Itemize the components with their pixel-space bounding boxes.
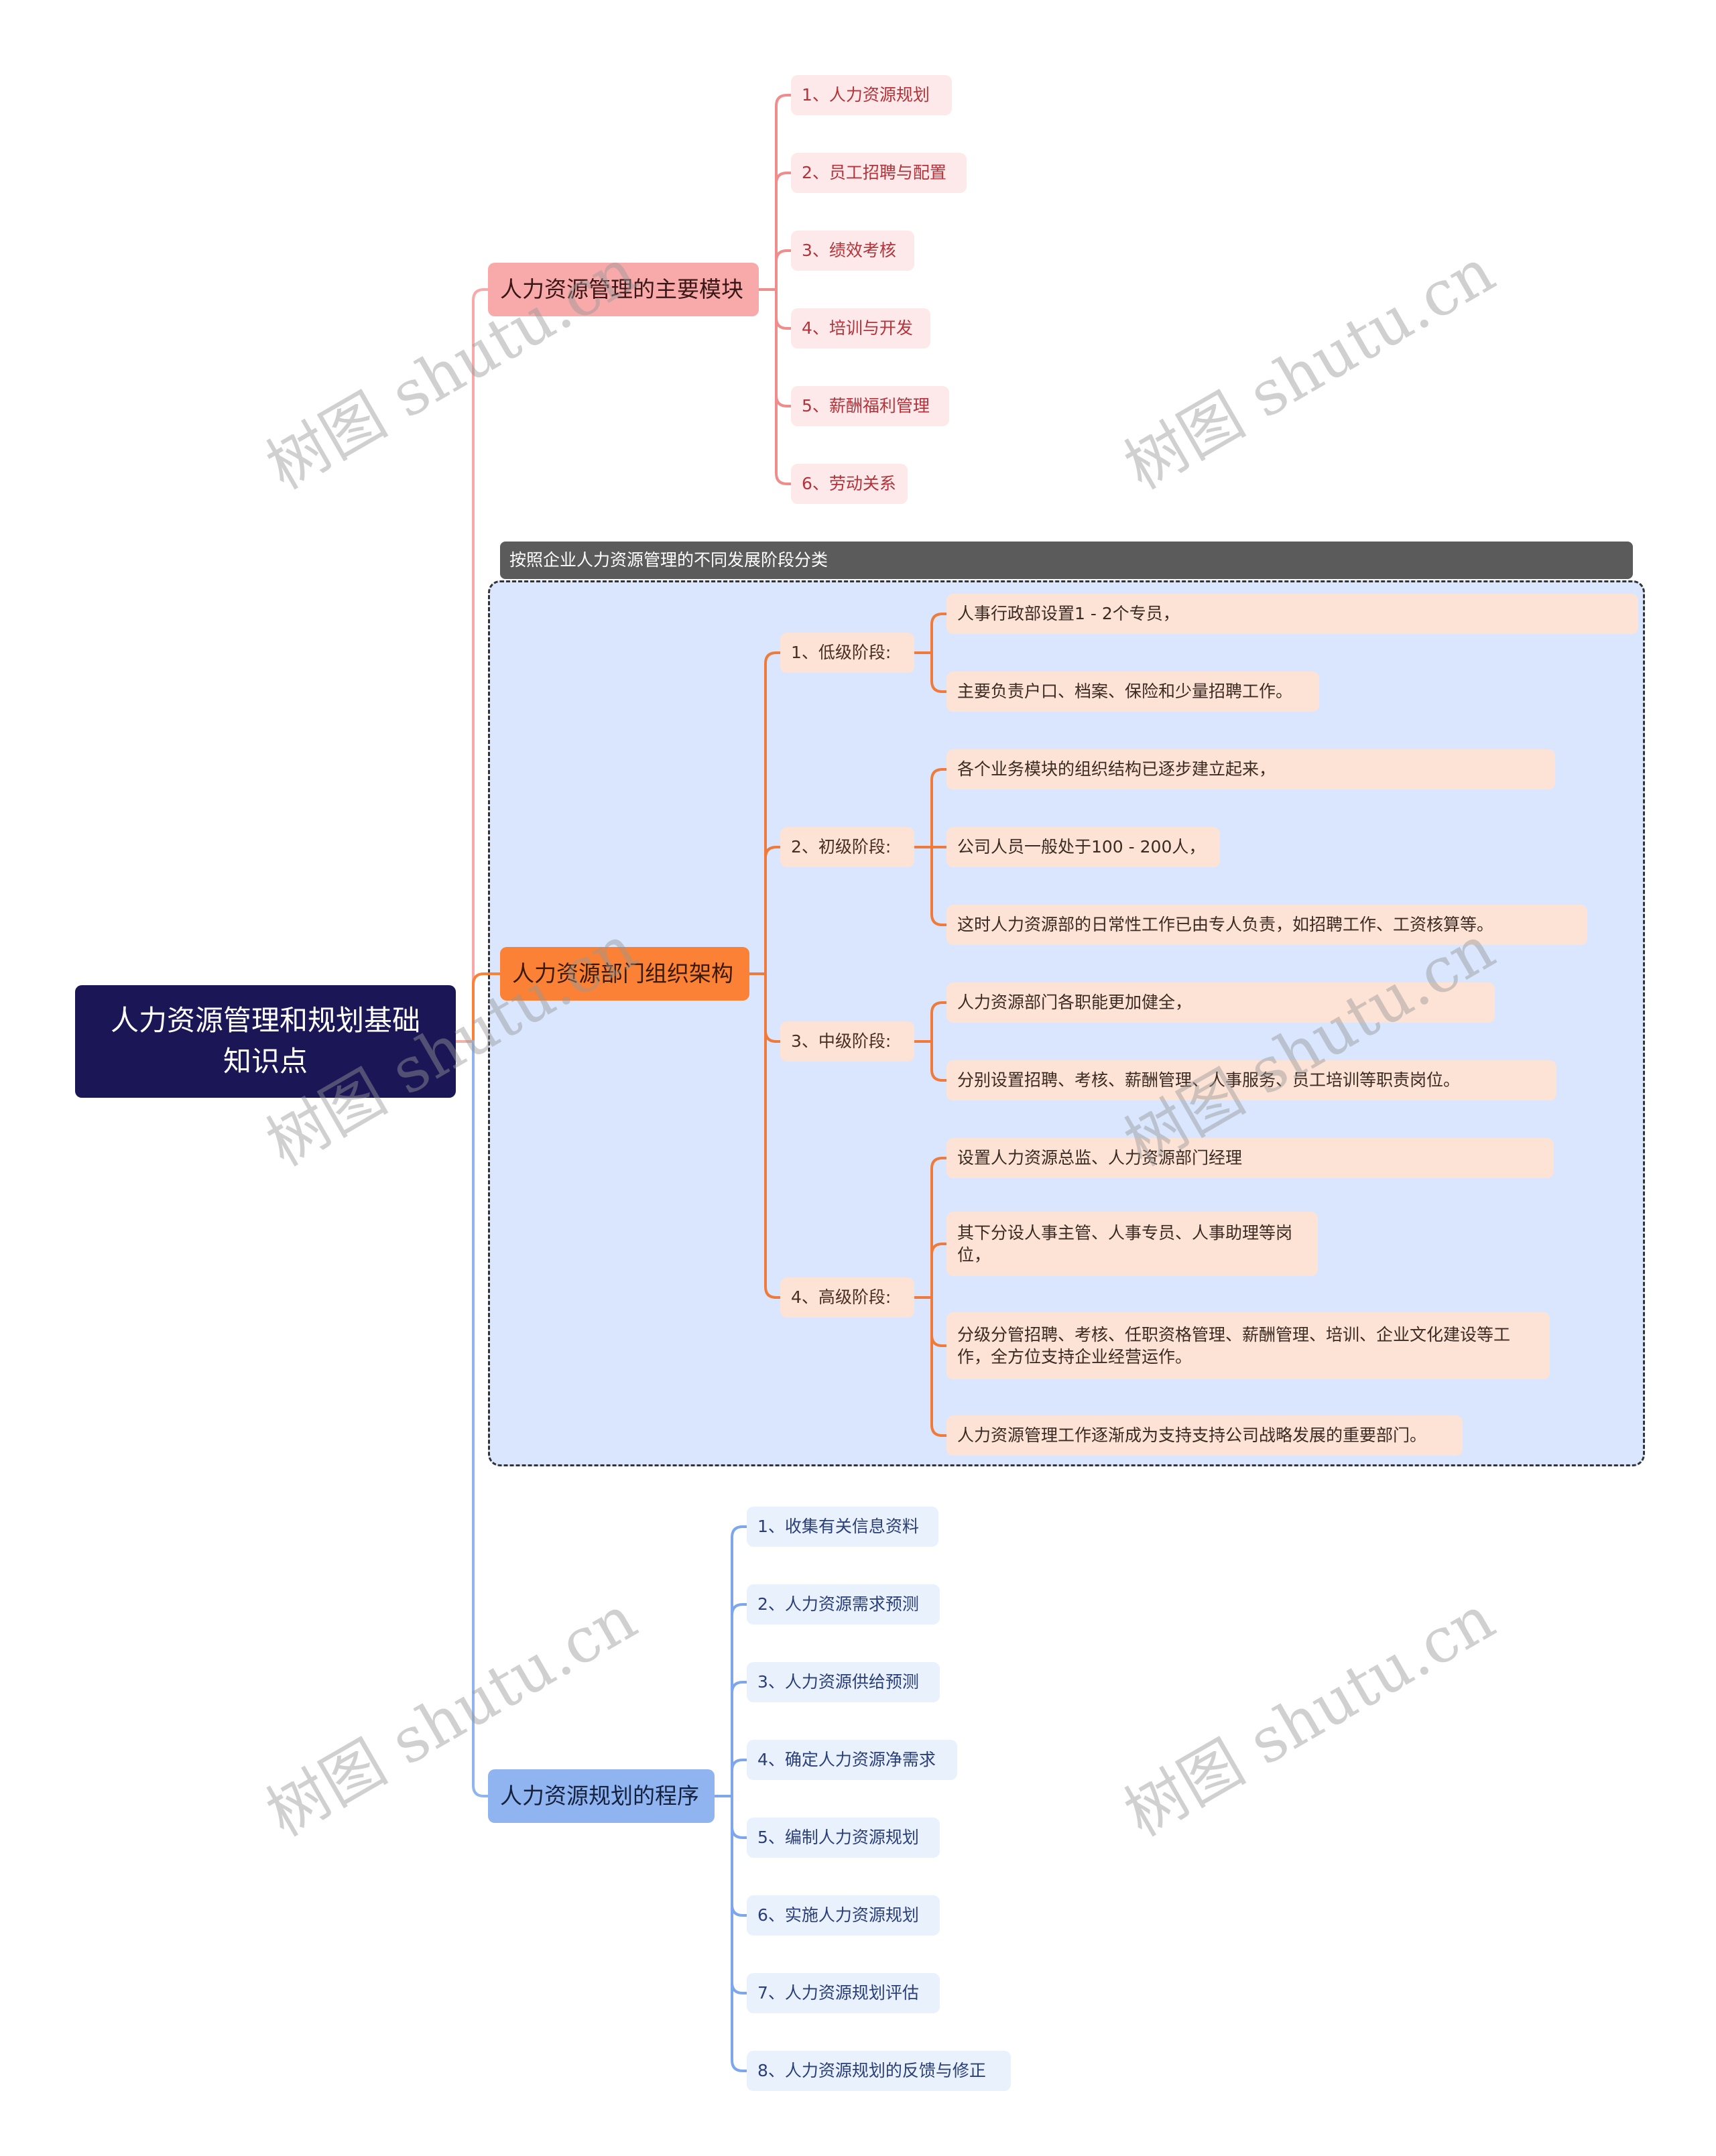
- modules-connector: [775, 172, 792, 291]
- process-item[interactable]: 5、编制人力资源规划: [747, 1818, 940, 1858]
- module-item[interactable]: 1、人力资源规划: [791, 75, 952, 115]
- stage-detail[interactable]: 设置人力资源总监、人力资源部门经理: [946, 1138, 1554, 1178]
- stage4-connector: [930, 1296, 948, 1437]
- stage-detail[interactable]: 这时人力资源部的日常性工作已由专人负责，如招聘工作、工资核算等。: [946, 905, 1587, 945]
- stage4-connector: [930, 1157, 948, 1299]
- process-connector: [731, 1795, 748, 1994]
- module-item[interactable]: 2、员工招聘与配置: [791, 153, 967, 193]
- process-connector: [731, 1681, 748, 1797]
- process-item[interactable]: 7、人力资源规划评估: [747, 1973, 940, 2013]
- stage-detail[interactable]: 分别设置招聘、考核、薪酬管理、人事服务、员工培训等职责岗位。: [946, 1060, 1556, 1100]
- structure-connector: [764, 972, 782, 1299]
- stage3-connector: [930, 1001, 948, 1043]
- stage1-connector: [930, 651, 948, 693]
- modules-connector: [775, 288, 792, 407]
- summary-label: 按照企业人力资源管理的不同发展阶段分类: [500, 542, 1633, 579]
- stage4-connector: [930, 1296, 948, 1347]
- stage3-connector: [930, 1040, 948, 1082]
- process-item[interactable]: 1、收集有关信息资料: [747, 1507, 938, 1547]
- stage1-connector: [930, 613, 948, 654]
- process-connector: [731, 1525, 748, 1797]
- stage-detail[interactable]: 其下分设人事主管、人事专员、人事助理等岗位，: [946, 1212, 1318, 1276]
- structure-connector: [764, 972, 782, 1043]
- process-connector: [731, 1603, 748, 1797]
- stage-detail[interactable]: 分级分管招聘、考核、任职资格管理、薪酬管理、培训、企业文化建设等工作，全方位支持…: [946, 1312, 1550, 1379]
- stage-detail[interactable]: 主要负责户口、档案、保险和少量招聘工作。: [946, 672, 1319, 712]
- module-item[interactable]: 6、劳动关系: [791, 464, 908, 504]
- process-connector: [731, 1795, 748, 1839]
- stage-detail[interactable]: 公司人员一般处于100 - 200人，: [946, 827, 1220, 867]
- branch-modules[interactable]: 人力资源管理的主要模块: [488, 263, 759, 316]
- process-item[interactable]: 6、实施人力资源规划: [747, 1895, 940, 1936]
- stage-low[interactable]: 1、低级阶段:: [780, 633, 914, 673]
- process-connector: [731, 1759, 748, 1797]
- stage-detail[interactable]: 人事行政部设置1 - 2个专员，: [946, 594, 1638, 634]
- root-topic[interactable]: 人力资源管理和规划基础知识点: [75, 985, 456, 1098]
- modules-connector: [775, 288, 792, 485]
- process-item[interactable]: 4、确定人力资源净需求: [747, 1740, 957, 1780]
- modules-connector: [775, 288, 792, 330]
- trunk-process: [472, 1040, 489, 1797]
- module-item[interactable]: 3、绩效考核: [791, 231, 914, 271]
- process-item[interactable]: 2、人力资源需求预测: [747, 1584, 940, 1625]
- stage4-connector: [930, 1243, 948, 1299]
- modules-connector: [775, 94, 792, 291]
- process-connector: [731, 1795, 748, 1917]
- trunk-structure: [472, 972, 501, 1043]
- stage-middle[interactable]: 3、中级阶段:: [780, 1021, 914, 1062]
- process-connector: [731, 1795, 748, 2072]
- structure-connector: [764, 846, 782, 975]
- stage-detail[interactable]: 人力资源部门各职能更加健全，: [946, 982, 1495, 1023]
- branch-process[interactable]: 人力资源规划的程序: [488, 1769, 715, 1823]
- module-item[interactable]: 5、薪酬福利管理: [791, 386, 949, 426]
- branch-structure[interactable]: 人力资源部门组织架构: [500, 947, 749, 1001]
- module-item[interactable]: 4、培训与开发: [791, 308, 930, 348]
- structure-connector: [764, 651, 782, 975]
- modules-connector: [775, 249, 792, 291]
- stage2-connector: [930, 846, 948, 926]
- stage2-connector: [930, 768, 948, 848]
- trunk-modules: [472, 288, 489, 1043]
- stage-primary[interactable]: 2、初级阶段:: [780, 827, 914, 867]
- process-item[interactable]: 3、人力资源供给预测: [747, 1662, 940, 1702]
- stage-detail[interactable]: 人力资源管理工作逐渐成为支持支持公司战略发展的重要部门。: [946, 1415, 1463, 1456]
- stage-advanced[interactable]: 4、高级阶段:: [780, 1277, 914, 1318]
- process-item[interactable]: 8、人力资源规划的反馈与修正: [747, 2051, 1011, 2091]
- stage-detail[interactable]: 各个业务模块的组织结构已逐步建立起来，: [946, 749, 1555, 789]
